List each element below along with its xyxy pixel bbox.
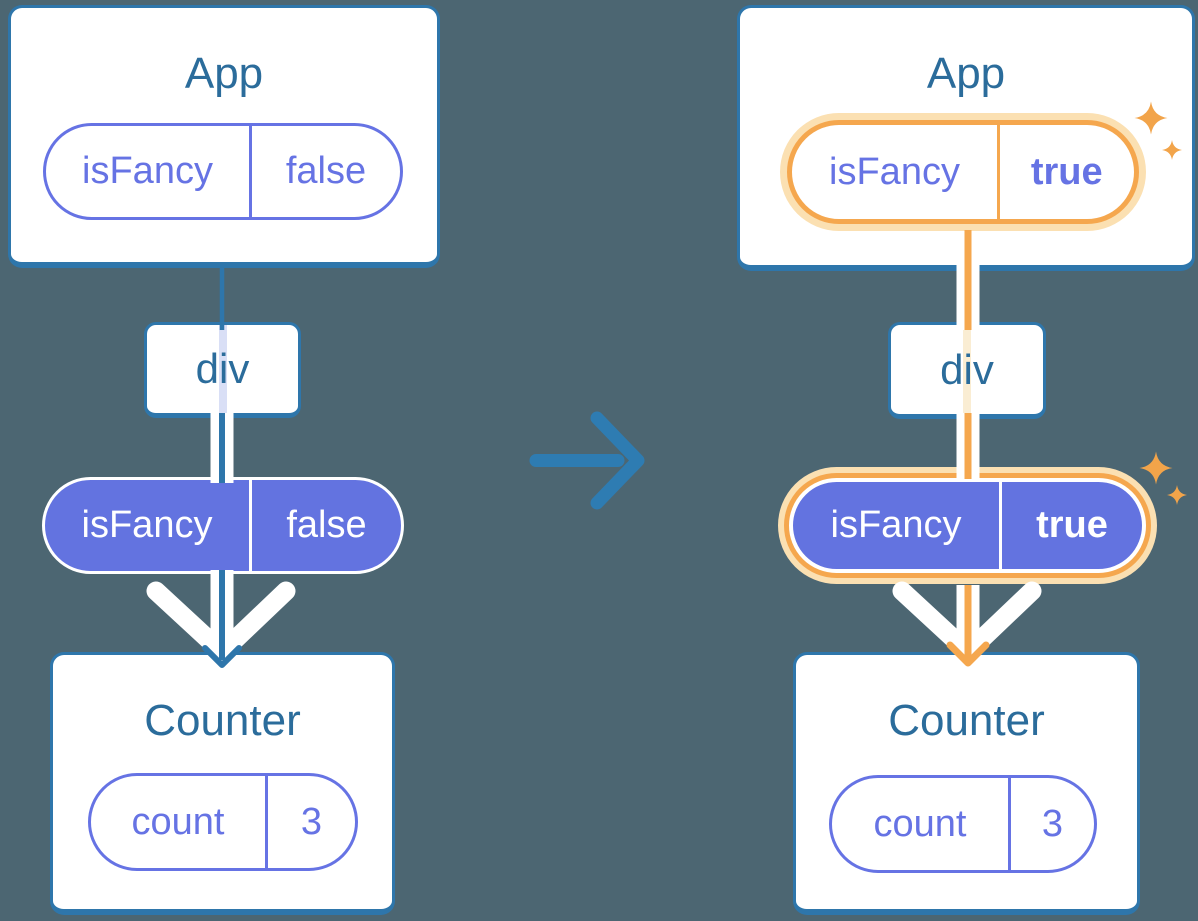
left-app-card: App isFancy false: [8, 5, 440, 268]
left-chevron-arrow-icon: [146, 581, 296, 662]
pill-divider: [1008, 778, 1011, 870]
prop-name-cell: isFancy: [45, 480, 249, 571]
transition-arrow-icon: [529, 411, 645, 510]
state-value-cell: 3: [1011, 778, 1094, 870]
sparkle-icon: [1167, 485, 1187, 505]
left-div-box: div: [144, 322, 301, 418]
state-name-cell: count: [91, 776, 265, 868]
prop-flow-stripe: [218, 325, 227, 413]
arrow-head: [590, 411, 645, 510]
prop-value-cell: true: [1002, 482, 1142, 569]
prop-name-cell: isFancy: [46, 126, 249, 217]
prop-name: isFancy: [81, 504, 213, 546]
pill-divider: [249, 126, 252, 217]
right-counter-title: Counter: [888, 696, 1045, 745]
right-div-label: div: [940, 345, 994, 393]
right-app-card: App isFancy true: [737, 5, 1195, 271]
state-value-cell: 3: [268, 776, 355, 868]
left-app-title: App: [184, 49, 264, 98]
pill-divider: [997, 125, 1000, 219]
pill-divider: [249, 480, 252, 571]
right-passed-prop-pill: isFancy true: [789, 478, 1146, 573]
right-div-box: div: [888, 322, 1046, 419]
state-name: count: [873, 802, 967, 845]
right-app-title: App: [926, 49, 1006, 98]
state-value: 3: [300, 800, 323, 843]
prop-name: isFancy: [829, 150, 960, 193]
prop-value: true: [1030, 150, 1103, 193]
prop-value: true: [1036, 504, 1108, 546]
left-counter-card: Counter count 3: [50, 652, 395, 915]
prop-name: isFancy: [830, 504, 962, 546]
state-name: count: [131, 800, 225, 843]
pill-divider: [999, 482, 1002, 569]
prop-name: isFancy: [82, 150, 213, 192]
prop-value-cell: false: [252, 126, 400, 217]
state-value: 3: [1041, 802, 1064, 845]
prop-value-cell: true: [1000, 125, 1135, 219]
prop-value-cell: false: [252, 480, 401, 571]
right-counter-card: Counter count 3: [793, 652, 1140, 915]
pill-divider: [265, 776, 268, 868]
left-counter-state-pill: count 3: [88, 773, 358, 871]
prop-value: false: [286, 504, 367, 546]
left-div-label: div: [195, 345, 250, 392]
left-passed-prop-pill: isFancy false: [42, 477, 404, 574]
left-counter-title: Counter: [144, 696, 301, 745]
prop-value: false: [285, 150, 367, 192]
prop-flow-stripe: [963, 325, 971, 414]
state-name-cell: count: [832, 778, 1008, 870]
prop-name-cell: isFancy: [792, 125, 997, 219]
right-counter-state-pill: count 3: [829, 775, 1097, 873]
sparkle-icon: [1139, 451, 1173, 485]
right-app-prop-pill: isFancy true: [787, 120, 1139, 224]
right-chevron-arrow-icon: [892, 581, 1042, 662]
left-app-prop-pill: isFancy false: [43, 123, 403, 220]
prop-name-cell: isFancy: [793, 482, 999, 569]
